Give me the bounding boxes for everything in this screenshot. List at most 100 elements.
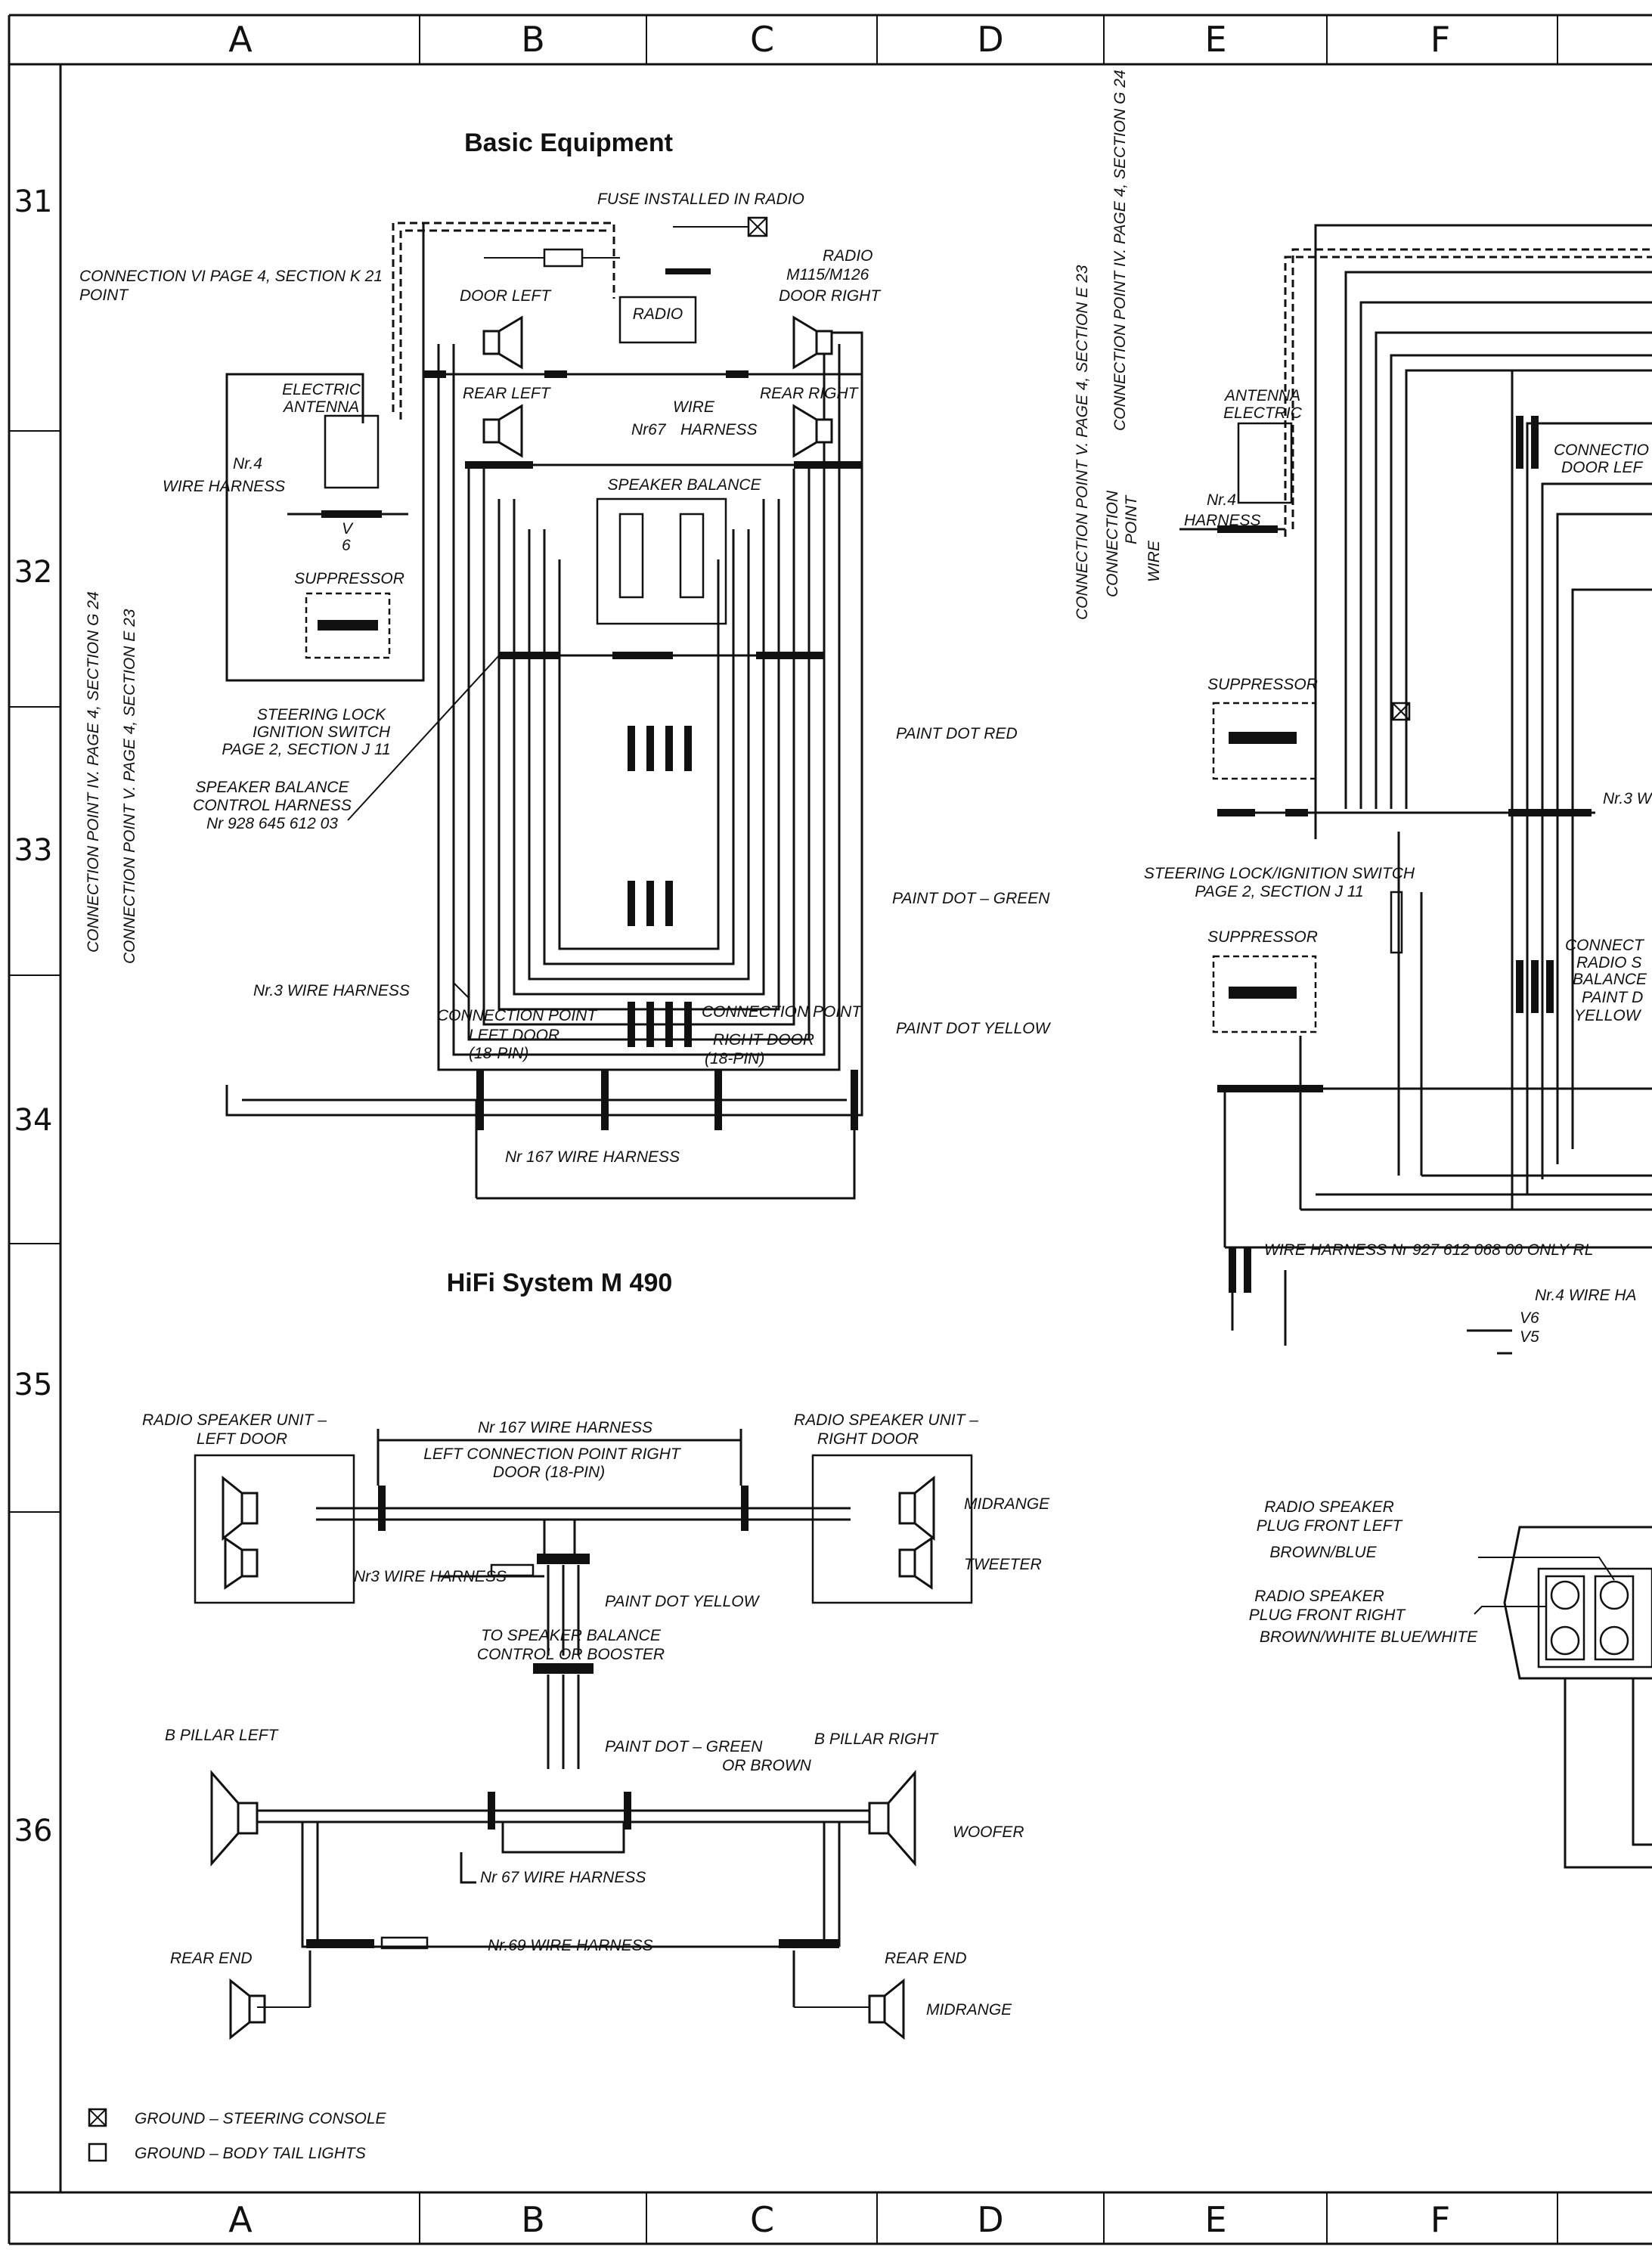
label-nr167-harness: Nr 167 WIRE HARNESS	[505, 1148, 680, 1166]
radio-unit	[618, 296, 697, 344]
label-right-wire: WIRE	[1145, 540, 1163, 582]
label-suppressor: SUPPRESSOR	[294, 570, 404, 587]
label-to-balance-2: CONTROL OR BOOSTER	[477, 1646, 665, 1663]
label-plug-right-3: BROWN/WHITE BLUE/WHITE	[1260, 1628, 1478, 1646]
label-hifi-green-1: PAINT DOT – GREEN	[605, 1738, 763, 1755]
label-to-balance-1: TO SPEAKER BALANCE	[481, 1627, 662, 1644]
label-woofer: WOOFER	[953, 1823, 1024, 1841]
label-rl-harness: WIRE HARNESS Nr 927 612 068 00 ONLY RL	[1264, 1241, 1593, 1259]
col-label-d: D	[977, 19, 1003, 60]
label-hifi-yellow: PAINT DOT YELLOW	[605, 1593, 761, 1610]
ground-steering-console-icon	[88, 2108, 107, 2127]
col-label-d-bottom: D	[977, 2199, 1003, 2240]
label-plug-right-1: RADIO SPEAKER	[1254, 1588, 1384, 1605]
label-v5: V5	[1520, 1328, 1539, 1346]
label-radio-model-1: RADIO	[823, 247, 873, 265]
speaker-rear-end-right-icon	[868, 1978, 905, 2040]
col-label-b: B	[521, 19, 545, 60]
row-label-32: 32	[14, 555, 53, 590]
label-harness-67: HARNESS	[680, 421, 758, 438]
label-electric-1: ELECTRIC	[282, 381, 361, 398]
label-plug-left-1: RADIO SPEAKER	[1264, 1498, 1394, 1516]
label-rear-end-right: REAR END	[885, 1950, 967, 1967]
label-tweeter: TWEETER	[964, 1556, 1042, 1573]
label-right-harness: HARNESS	[1184, 512, 1261, 529]
label-steering-3: PAGE 2, SECTION J 11	[222, 741, 390, 758]
label-right-conn-v: CONNECTION POINT V. PAGE 4, SECTION E 23	[1074, 265, 1091, 620]
col-label-a-bottom: A	[228, 2199, 253, 2240]
legend-ground-steering: GROUND – STEERING CONSOLE	[135, 2110, 387, 2127]
label-nr3-harness: Nr.3 WIRE HARNESS	[253, 982, 410, 999]
label-plug-left-3: BROWN/BLUE	[1269, 1544, 1377, 1561]
label-paint-yellow: PAINT DOT YELLOW	[896, 1020, 1052, 1037]
label-sbc-1: SPEAKER BALANCE	[195, 779, 349, 796]
label-paint-green: PAINT DOT – GREEN	[892, 890, 1050, 907]
label-suppressor-right-1: SUPPRESSOR	[1207, 676, 1318, 693]
label-cp-right-3: (18-PIN)	[705, 1050, 764, 1067]
label-right-point-2: POINT	[1123, 494, 1140, 544]
label-radio-model-2: M115/M126	[786, 266, 869, 284]
right-wiring	[1179, 224, 1652, 1355]
label-sbc-3: Nr 928 645 612 03	[206, 815, 338, 832]
speaker-b-pillar-left-woofer-icon	[210, 1770, 259, 1867]
speaker-plug-panel	[1474, 1526, 1652, 1869]
col-label-c-bottom: C	[750, 2199, 774, 2240]
speaker-door-right-icon	[792, 315, 833, 370]
label-connect-3: BALANCE	[1573, 971, 1647, 988]
basic-wiring	[225, 216, 863, 1200]
label-b-pillar-right: B PILLAR RIGHT	[814, 1730, 940, 1748]
label-nr4: Nr.4	[233, 455, 262, 472]
label-v: V	[342, 520, 354, 538]
label-door-left: DOOR LEFT	[460, 287, 552, 305]
speaker-right-door-midrange-icon	[898, 1475, 935, 1541]
ground-body-icon	[88, 2143, 107, 2162]
label-hifi-right-1: RADIO SPEAKER UNIT –	[794, 1411, 978, 1429]
label-cp-left-1: CONNECTION POINT	[437, 1007, 598, 1024]
title-basic-equipment: Basic Equipment	[464, 129, 673, 157]
label-six: 6	[342, 537, 351, 554]
col-label-f: F	[1430, 19, 1450, 60]
label-hifi-cp-2: DOOR (18-PIN)	[493, 1464, 605, 1481]
label-nr3-w: Nr.3 W	[1603, 790, 1652, 807]
label-hifi-nr167: Nr 167 WIRE HARNESS	[478, 1419, 652, 1436]
label-speaker-balance: SPEAKER BALANCE	[607, 476, 761, 494]
legend	[88, 2108, 107, 2162]
row-label-36: 36	[14, 1814, 53, 1848]
label-antenna-1: ANTENNA	[1223, 387, 1300, 404]
label-hifi-nr67: Nr 67 WIRE HARNESS	[480, 1869, 646, 1886]
speaker-right-door-tweeter-icon	[898, 1536, 933, 1590]
speaker-rear-left-icon	[482, 404, 523, 458]
label-right-nr4: Nr.4	[1207, 491, 1236, 509]
title-hifi-system: HiFi System M 490	[447, 1269, 673, 1297]
frame	[8, 14, 1652, 2245]
row-label-31: 31	[14, 184, 53, 219]
speaker-rear-right-icon	[792, 404, 833, 458]
label-nr4-ha: Nr.4 WIRE HA	[1535, 1287, 1637, 1304]
label-rear-right: REAR RIGHT	[760, 385, 860, 402]
speaker-left-door-midrange-icon	[222, 1475, 259, 1541]
row-label-34: 34	[14, 1103, 53, 1138]
col-label-e: E	[1204, 19, 1226, 60]
label-radio: RADIO	[633, 305, 683, 323]
label-cp-right-2: RIGHT DOOR	[713, 1031, 814, 1049]
label-hifi-nr69: Nr.69 WIRE HARNESS	[488, 1937, 653, 1954]
label-hifi-left-1: RADIO SPEAKER UNIT –	[142, 1411, 327, 1429]
row-label-35: 35	[14, 1368, 53, 1402]
speaker-door-left-icon	[482, 315, 523, 370]
label-conn-vi-1: CONNECTION VI PAGE 4, SECTION K 21	[79, 268, 383, 285]
col-label-f-bottom: F	[1430, 2199, 1450, 2240]
label-hifi-nr3: Nr3 WIRE HARNESS	[354, 1568, 507, 1585]
col-label-a: A	[228, 19, 253, 60]
label-hifi-right-2: RIGHT DOOR	[817, 1430, 919, 1448]
label-conn-vi-2: POINT	[79, 287, 129, 304]
label-plug-left-2: PLUG FRONT LEFT	[1257, 1517, 1404, 1535]
col-label-e-bottom: E	[1204, 2199, 1226, 2240]
label-b-pillar-left: B PILLAR LEFT	[165, 1727, 280, 1744]
label-steering-right-2: PAGE 2, SECTION J 11	[1195, 883, 1363, 900]
label-connect-4: PAINT D	[1582, 989, 1643, 1006]
hifi-wiring	[194, 1429, 973, 2007]
label-rear-end-left: REAR END	[170, 1950, 253, 1967]
label-hifi-left-2: LEFT DOOR	[197, 1430, 287, 1448]
label-connect-2: RADIO S	[1576, 954, 1641, 971]
